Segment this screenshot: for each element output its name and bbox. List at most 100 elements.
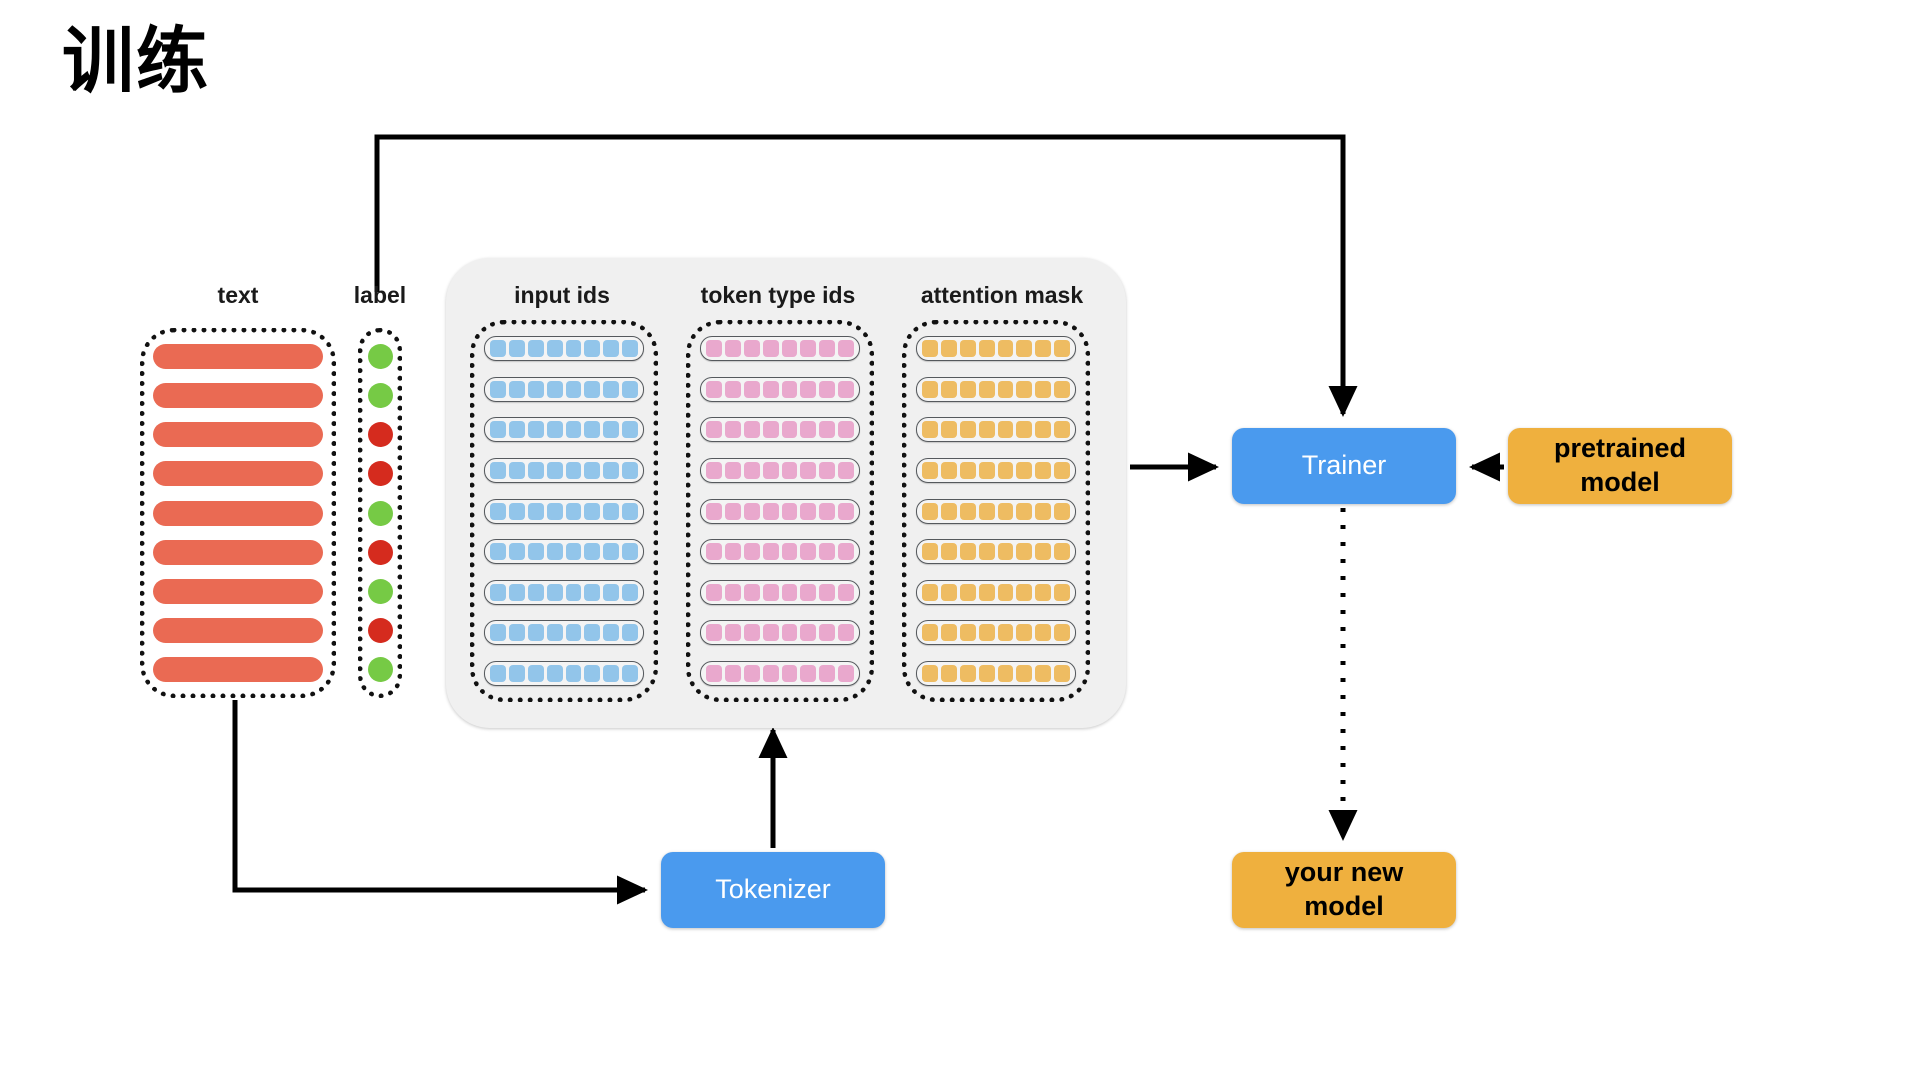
token-cell: [1054, 543, 1070, 561]
text-bar: [153, 422, 323, 448]
text-bar: [153, 657, 323, 682]
token-cell: [546, 624, 563, 642]
token-cell: [997, 624, 1014, 642]
tokenizer-node[interactable]: Tokenizer: [661, 852, 885, 928]
token-cell: [706, 665, 722, 682]
token-cell: [940, 665, 957, 682]
token-cell: [922, 380, 938, 398]
token-cell: [546, 421, 563, 439]
token-cell: [584, 583, 601, 601]
token-cell: [508, 340, 525, 357]
token-cell: [490, 502, 506, 520]
token-cell: [743, 665, 760, 682]
token-cell: [800, 502, 817, 520]
token-cell: [1054, 624, 1070, 642]
token-cell: [997, 502, 1014, 520]
token-cell: [1054, 421, 1070, 439]
trainer-node[interactable]: Trainer: [1232, 428, 1456, 504]
token-cell: [781, 502, 798, 520]
attention-mask-row: [916, 417, 1076, 443]
token-type-ids-row: [700, 336, 860, 361]
token-cell: [527, 421, 544, 439]
label-dot-neg: [367, 539, 393, 565]
token-cell: [1054, 583, 1070, 601]
token-cell: [706, 543, 722, 561]
token-cell: [706, 380, 722, 398]
new-model-line1: your new: [1284, 857, 1404, 888]
token-cell: [819, 665, 836, 682]
pretrained-model-node[interactable]: pretrained model: [1508, 428, 1732, 504]
input-ids-row: [484, 417, 644, 443]
token-type-ids-column: [686, 320, 874, 702]
token-cell: [838, 543, 854, 561]
token-type-ids-row: [700, 620, 860, 646]
token-cell: [724, 421, 741, 439]
token-cell: [490, 421, 506, 439]
token-cell: [724, 340, 741, 357]
attention-mask-row: [916, 620, 1076, 646]
token-cell: [781, 421, 798, 439]
token-cell: [781, 624, 798, 642]
token-cell: [1016, 340, 1033, 357]
label-column-group: [358, 328, 402, 698]
token-cell: [622, 340, 638, 357]
token-cell: [762, 543, 779, 561]
new-model-line2: model: [1304, 891, 1384, 921]
token-cell: [781, 665, 798, 682]
token-cell: [603, 461, 620, 479]
label-dot-neg: [367, 461, 393, 487]
token-cell: [819, 624, 836, 642]
input-ids-row: [484, 336, 644, 361]
token-cell: [527, 380, 544, 398]
pretrained-model-line1: pretrained: [1553, 433, 1687, 464]
token-cell: [997, 461, 1014, 479]
token-cell: [838, 624, 854, 642]
token-cell: [584, 340, 601, 357]
token-cell: [781, 461, 798, 479]
text-bar: [153, 344, 323, 369]
token-cell: [959, 665, 976, 682]
token-cell: [819, 543, 836, 561]
token-cell: [1016, 624, 1033, 642]
token-cell: [781, 340, 798, 357]
token-cell: [838, 340, 854, 357]
input-ids-row: [484, 539, 644, 565]
token-cell: [978, 543, 995, 561]
attention-mask-caption: attention mask: [920, 282, 1084, 308]
token-cell: [743, 380, 760, 398]
token-cell: [922, 583, 938, 601]
token-cell: [922, 421, 938, 439]
token-cell: [622, 502, 638, 520]
token-type-ids-row: [700, 539, 860, 565]
input-ids-caption: input ids: [514, 282, 610, 308]
token-cell: [838, 380, 854, 398]
token-cell: [622, 543, 638, 561]
token-type-ids-row: [700, 457, 860, 483]
token-cell: [584, 461, 601, 479]
token-cell: [997, 380, 1014, 398]
token-cell: [706, 583, 722, 601]
token-cell: [622, 421, 638, 439]
token-cell: [940, 624, 957, 642]
token-cell: [800, 665, 817, 682]
token-cell: [1035, 421, 1052, 439]
token-cell: [1035, 380, 1052, 398]
token-cell: [490, 461, 506, 479]
token-cell: [724, 665, 741, 682]
token-cell: [565, 665, 582, 682]
text-bar: [153, 383, 323, 409]
new-model-node[interactable]: your new model: [1232, 852, 1456, 928]
token-cell: [622, 380, 638, 398]
token-cell: [724, 624, 741, 642]
token-cell: [940, 340, 957, 357]
token-cell: [997, 340, 1014, 357]
token-cell: [584, 624, 601, 642]
token-cell: [922, 502, 938, 520]
token-cell: [546, 583, 563, 601]
attention-mask-column: [902, 320, 1090, 702]
token-cell: [922, 665, 938, 682]
token-cell: [819, 380, 836, 398]
token-cell: [603, 502, 620, 520]
token-cell: [1016, 502, 1033, 520]
token-type-ids-row: [700, 661, 860, 686]
